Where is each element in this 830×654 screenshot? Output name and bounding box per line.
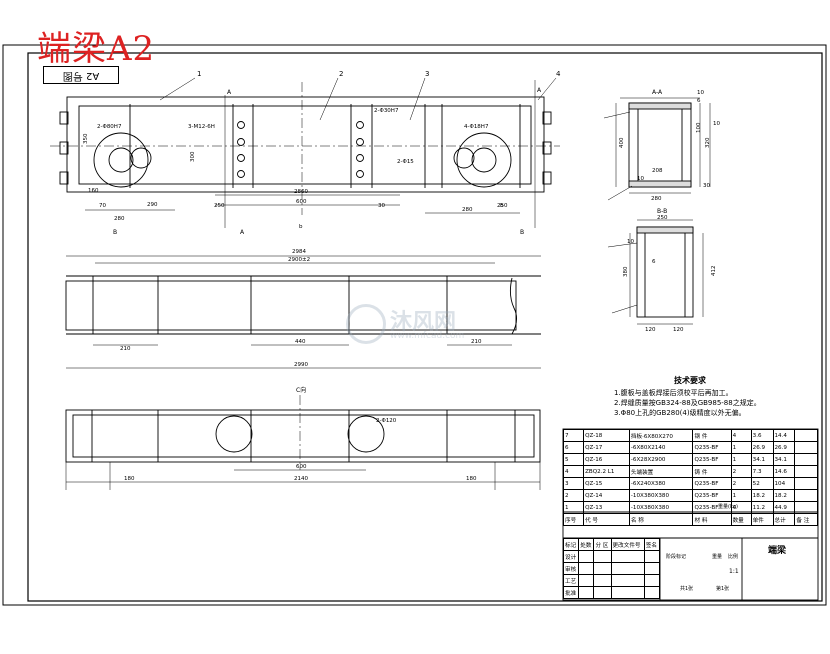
bb-dim-120-right: 120: [673, 327, 684, 333]
plan-view: [50, 77, 560, 228]
plan-dim-holes-mid: 2-Φ30H7: [374, 108, 399, 114]
bb-dim-412: 412: [711, 266, 717, 277]
aa-dim-100: 100: [696, 122, 702, 133]
aa-dim-10b: 10: [637, 176, 644, 182]
plan-dim-70: 70: [99, 203, 106, 209]
front-view: [65, 255, 541, 369]
weld-note-2: b: [500, 203, 504, 209]
plan-dim-300: 300: [190, 151, 196, 162]
plan-item-4: 4: [556, 70, 561, 78]
plan-dim-30: 30: [378, 203, 385, 209]
section-mark-a-top: A: [227, 89, 232, 96]
bottom-dim-2140: 2140: [294, 476, 308, 482]
plan-dim-160: 160: [88, 188, 99, 194]
bottom-dim-600: 600: [296, 464, 307, 470]
note-item: 1.腹板与盖板焊接后须校平后再加工。: [614, 389, 733, 397]
title-sheet-number: 第1张: [716, 586, 730, 592]
section-aa-label: A-A: [652, 89, 663, 96]
note-item: 2.焊缝质量按GB324-88及GB985-88之规定。: [614, 399, 761, 407]
plan-dim-350: 350: [83, 133, 89, 144]
section-bb: [607, 219, 704, 325]
plan-item-3: 3: [425, 70, 429, 78]
aa-dim-10: 10: [697, 90, 704, 96]
front-dim-210-left: 210: [120, 346, 131, 352]
plan-item-1: 1: [197, 70, 201, 78]
aa-dim-280: 280: [651, 196, 662, 202]
plan-dim-250-right: 250: [497, 203, 508, 209]
aa-dim-30: 30: [703, 183, 710, 189]
note-item: 3.Φ80上孔的GB280(4)级精度以外无偏。: [614, 409, 746, 417]
part-name: 端梁: [768, 546, 787, 556]
bom-header-row: 序号代 号名 称材 料数量单件总计备 注: [562, 513, 818, 526]
outer-border: [2, 44, 827, 606]
inner-border: [27, 52, 823, 602]
bb-dim-380: 380: [623, 266, 629, 277]
bom-weight-caption: 重量(kg): [718, 504, 738, 510]
watermark-logo-icon: [346, 304, 386, 344]
plan-item-2: 2: [339, 70, 343, 78]
bb-dim-120-left: 120: [645, 327, 656, 333]
watermark: 沐风网 www.mfcad.com: [346, 300, 496, 346]
title-stage-label: 阶段标记: [666, 554, 687, 560]
bottom-view: [65, 395, 541, 490]
title-sheet-count: 共1张: [680, 586, 694, 592]
title-scale-value: 1:1: [729, 568, 739, 575]
technical-notes: 技术要求 1.腹板与盖板焊接后须校平后再加工。 2.焊缝质量按GB324-88及…: [614, 376, 824, 418]
bottom-view-label: C向: [296, 386, 306, 394]
title-block: 标记处数分 区更改文件号签名 设计 审核 工艺 批准: [562, 538, 661, 599]
bb-dim-6: 6: [652, 259, 656, 265]
bottom-dim-180-right: 180: [466, 476, 477, 482]
plan-dim-holes-left: 2-Φ80H7: [97, 124, 122, 130]
section-bb-label: B-B: [657, 208, 667, 215]
aa-dim-10c: 10: [713, 121, 720, 127]
front-dim-210-right: 210: [471, 339, 482, 345]
section-mark-b-left: B: [113, 229, 117, 236]
aa-dim-208: 208: [652, 168, 663, 174]
front-dim-2900: 2900±2: [288, 257, 310, 263]
title-weight-label: 重量: [712, 554, 723, 560]
aa-dim-400: 400: [619, 137, 625, 148]
aa-dim-6: 6: [697, 98, 701, 104]
plan-dim-phi15: 2-Φ15: [397, 159, 414, 165]
corner-tag: A2 号图: [43, 66, 119, 84]
bottom-dim-holes: 2-Φ120: [376, 418, 397, 424]
bb-dim-250: 250: [657, 215, 668, 221]
section-aa: [603, 97, 711, 201]
section-mark-a-right: A: [537, 87, 542, 94]
notes-title: 技术要求: [674, 376, 706, 385]
plan-dim-tapped: 3-M12-6H: [188, 124, 215, 130]
front-dim-2984: 2984: [292, 249, 306, 255]
plan-dim-600: 600: [296, 199, 307, 205]
front-dim-440: 440: [295, 339, 306, 345]
plan-dim-280-left: 280: [114, 216, 125, 222]
front-dim-2990: 2990: [294, 362, 308, 368]
plan-dim-holes-right: 4-Φ18H7: [464, 124, 489, 130]
plan-dim-2860: 2860: [294, 189, 308, 195]
weld-note-1: b: [299, 224, 303, 230]
plan-dim-280-right: 280: [462, 207, 473, 213]
drawing-title: 端梁A2: [37, 29, 156, 69]
plan-dim-290: 290: [147, 202, 158, 208]
section-mark-a-bottom: A: [240, 229, 245, 236]
title-scale-label: 比例: [728, 554, 739, 560]
section-mark-b-right: B: [520, 229, 524, 236]
bottom-dim-180-left: 180: [124, 476, 135, 482]
aa-dim-320: 320: [705, 137, 711, 148]
plan-dim-250-left: 250: [214, 203, 225, 209]
watermark-url: www.mfcad.com: [390, 331, 465, 341]
watermark-brand: 沐风网: [390, 310, 457, 335]
bb-dim-10: 10: [627, 239, 634, 245]
